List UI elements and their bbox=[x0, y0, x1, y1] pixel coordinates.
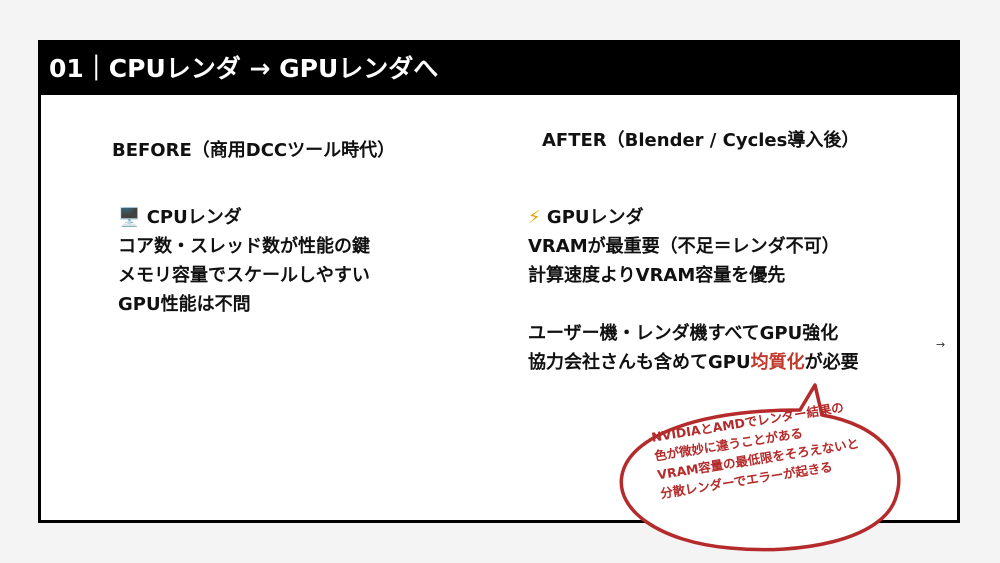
speech-bubble bbox=[619, 383, 901, 552]
after-line: ユーザー機・レンダ機すべてGPU強化 bbox=[528, 323, 839, 344]
before-line: メモリ容量でスケールしやすい bbox=[118, 265, 370, 286]
after-list: ⚡ GPUレンダ VRAMが最重要（不足＝レンダ不可） 計算速度よりVRAM容量… bbox=[528, 203, 859, 377]
before-line: CPUレンダ bbox=[146, 207, 242, 228]
before-title: BEFORE（商用DCCツール時代） bbox=[112, 140, 396, 161]
computer-icon: 🖥️ bbox=[118, 207, 141, 228]
after-line: 計算速度よりVRAM容量を優先 bbox=[528, 265, 786, 286]
before-line: GPU性能は不問 bbox=[118, 294, 251, 315]
slide: 01｜CPUレンダ → GPUレンダへ bbox=[38, 40, 960, 523]
after-line: 協力会社さんも含めてGPU均質化が必要 bbox=[528, 352, 859, 373]
after-line: GPUレンダ bbox=[546, 207, 644, 228]
before-list: 🖥️ CPUレンダ コア数・スレッド数が性能の鍵 メモリ容量でスケールしやすい … bbox=[118, 203, 370, 319]
before-line: コア数・スレッド数が性能の鍵 bbox=[118, 236, 370, 257]
accent-text: 均質化 bbox=[750, 352, 805, 373]
lightning-icon: ⚡ bbox=[528, 207, 541, 228]
slide-header: 01｜CPUレンダ → GPUレンダへ bbox=[41, 43, 957, 95]
after-title: AFTER（Blender / Cycles導入後） bbox=[542, 130, 860, 151]
next-slide-button[interactable]: → bbox=[936, 338, 946, 351]
after-line: VRAMが最重要（不足＝レンダ不可） bbox=[528, 236, 840, 257]
